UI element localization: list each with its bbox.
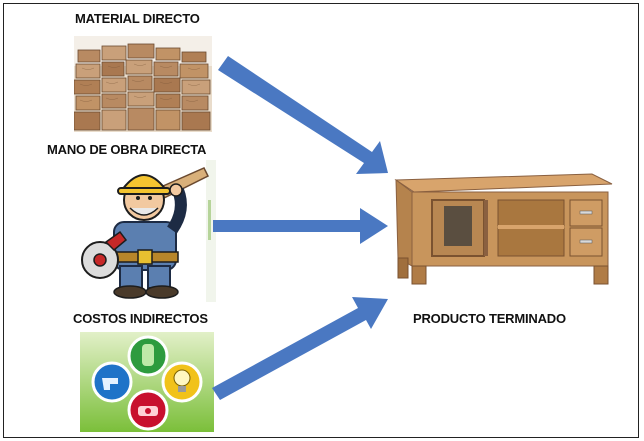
label-producto-terminado: PRODUCTO TERMINADO xyxy=(413,311,566,326)
arrow-overhead-to-product xyxy=(212,297,388,400)
label-costos-indirectos: COSTOS INDIRECTOS xyxy=(73,311,208,326)
label-mano-de-obra-directa: MANO DE OBRA DIRECTA xyxy=(47,142,207,157)
slide-frame xyxy=(3,3,639,438)
label-material-directo: MATERIAL DIRECTO xyxy=(75,11,200,26)
wooden-tv-cabinet-image xyxy=(390,166,614,290)
lumber-stack-image xyxy=(74,36,212,132)
arrow-labor-to-product xyxy=(213,208,388,244)
utility-icons-image xyxy=(80,332,214,432)
construction-worker-image xyxy=(76,160,216,302)
arrow-material-to-product xyxy=(218,56,388,174)
